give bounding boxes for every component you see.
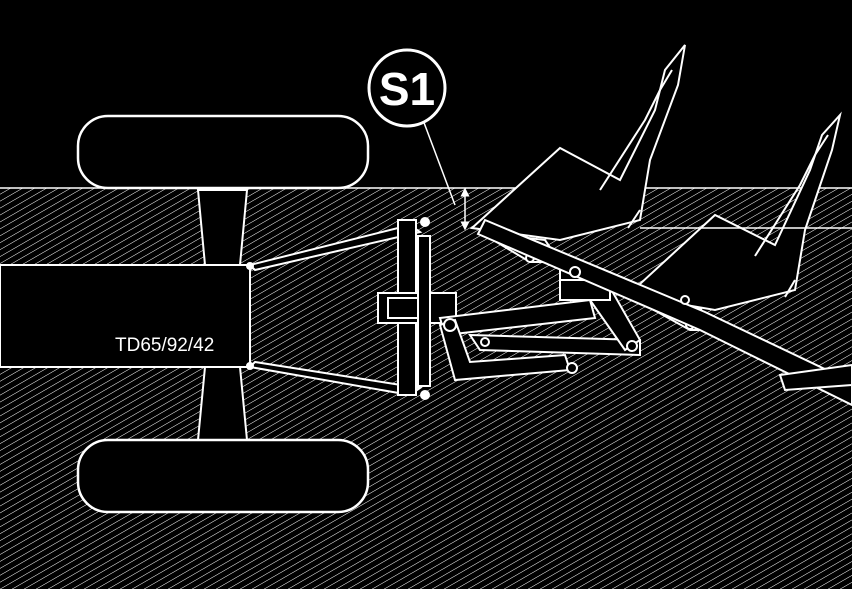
implement-linkage xyxy=(438,269,642,382)
s1-callout-label: S1 xyxy=(379,63,435,115)
plough-beam xyxy=(476,218,852,407)
s1-leader-line xyxy=(422,119,456,206)
lower-links xyxy=(246,223,423,397)
hitch-frame xyxy=(377,217,457,400)
part-code-label: TD65/92/42 xyxy=(115,335,214,356)
rear-wheel-top xyxy=(76,114,370,190)
rear-wheel-bottom xyxy=(76,438,370,514)
s1-callout-circle xyxy=(367,48,447,128)
tractor-body xyxy=(0,189,251,441)
